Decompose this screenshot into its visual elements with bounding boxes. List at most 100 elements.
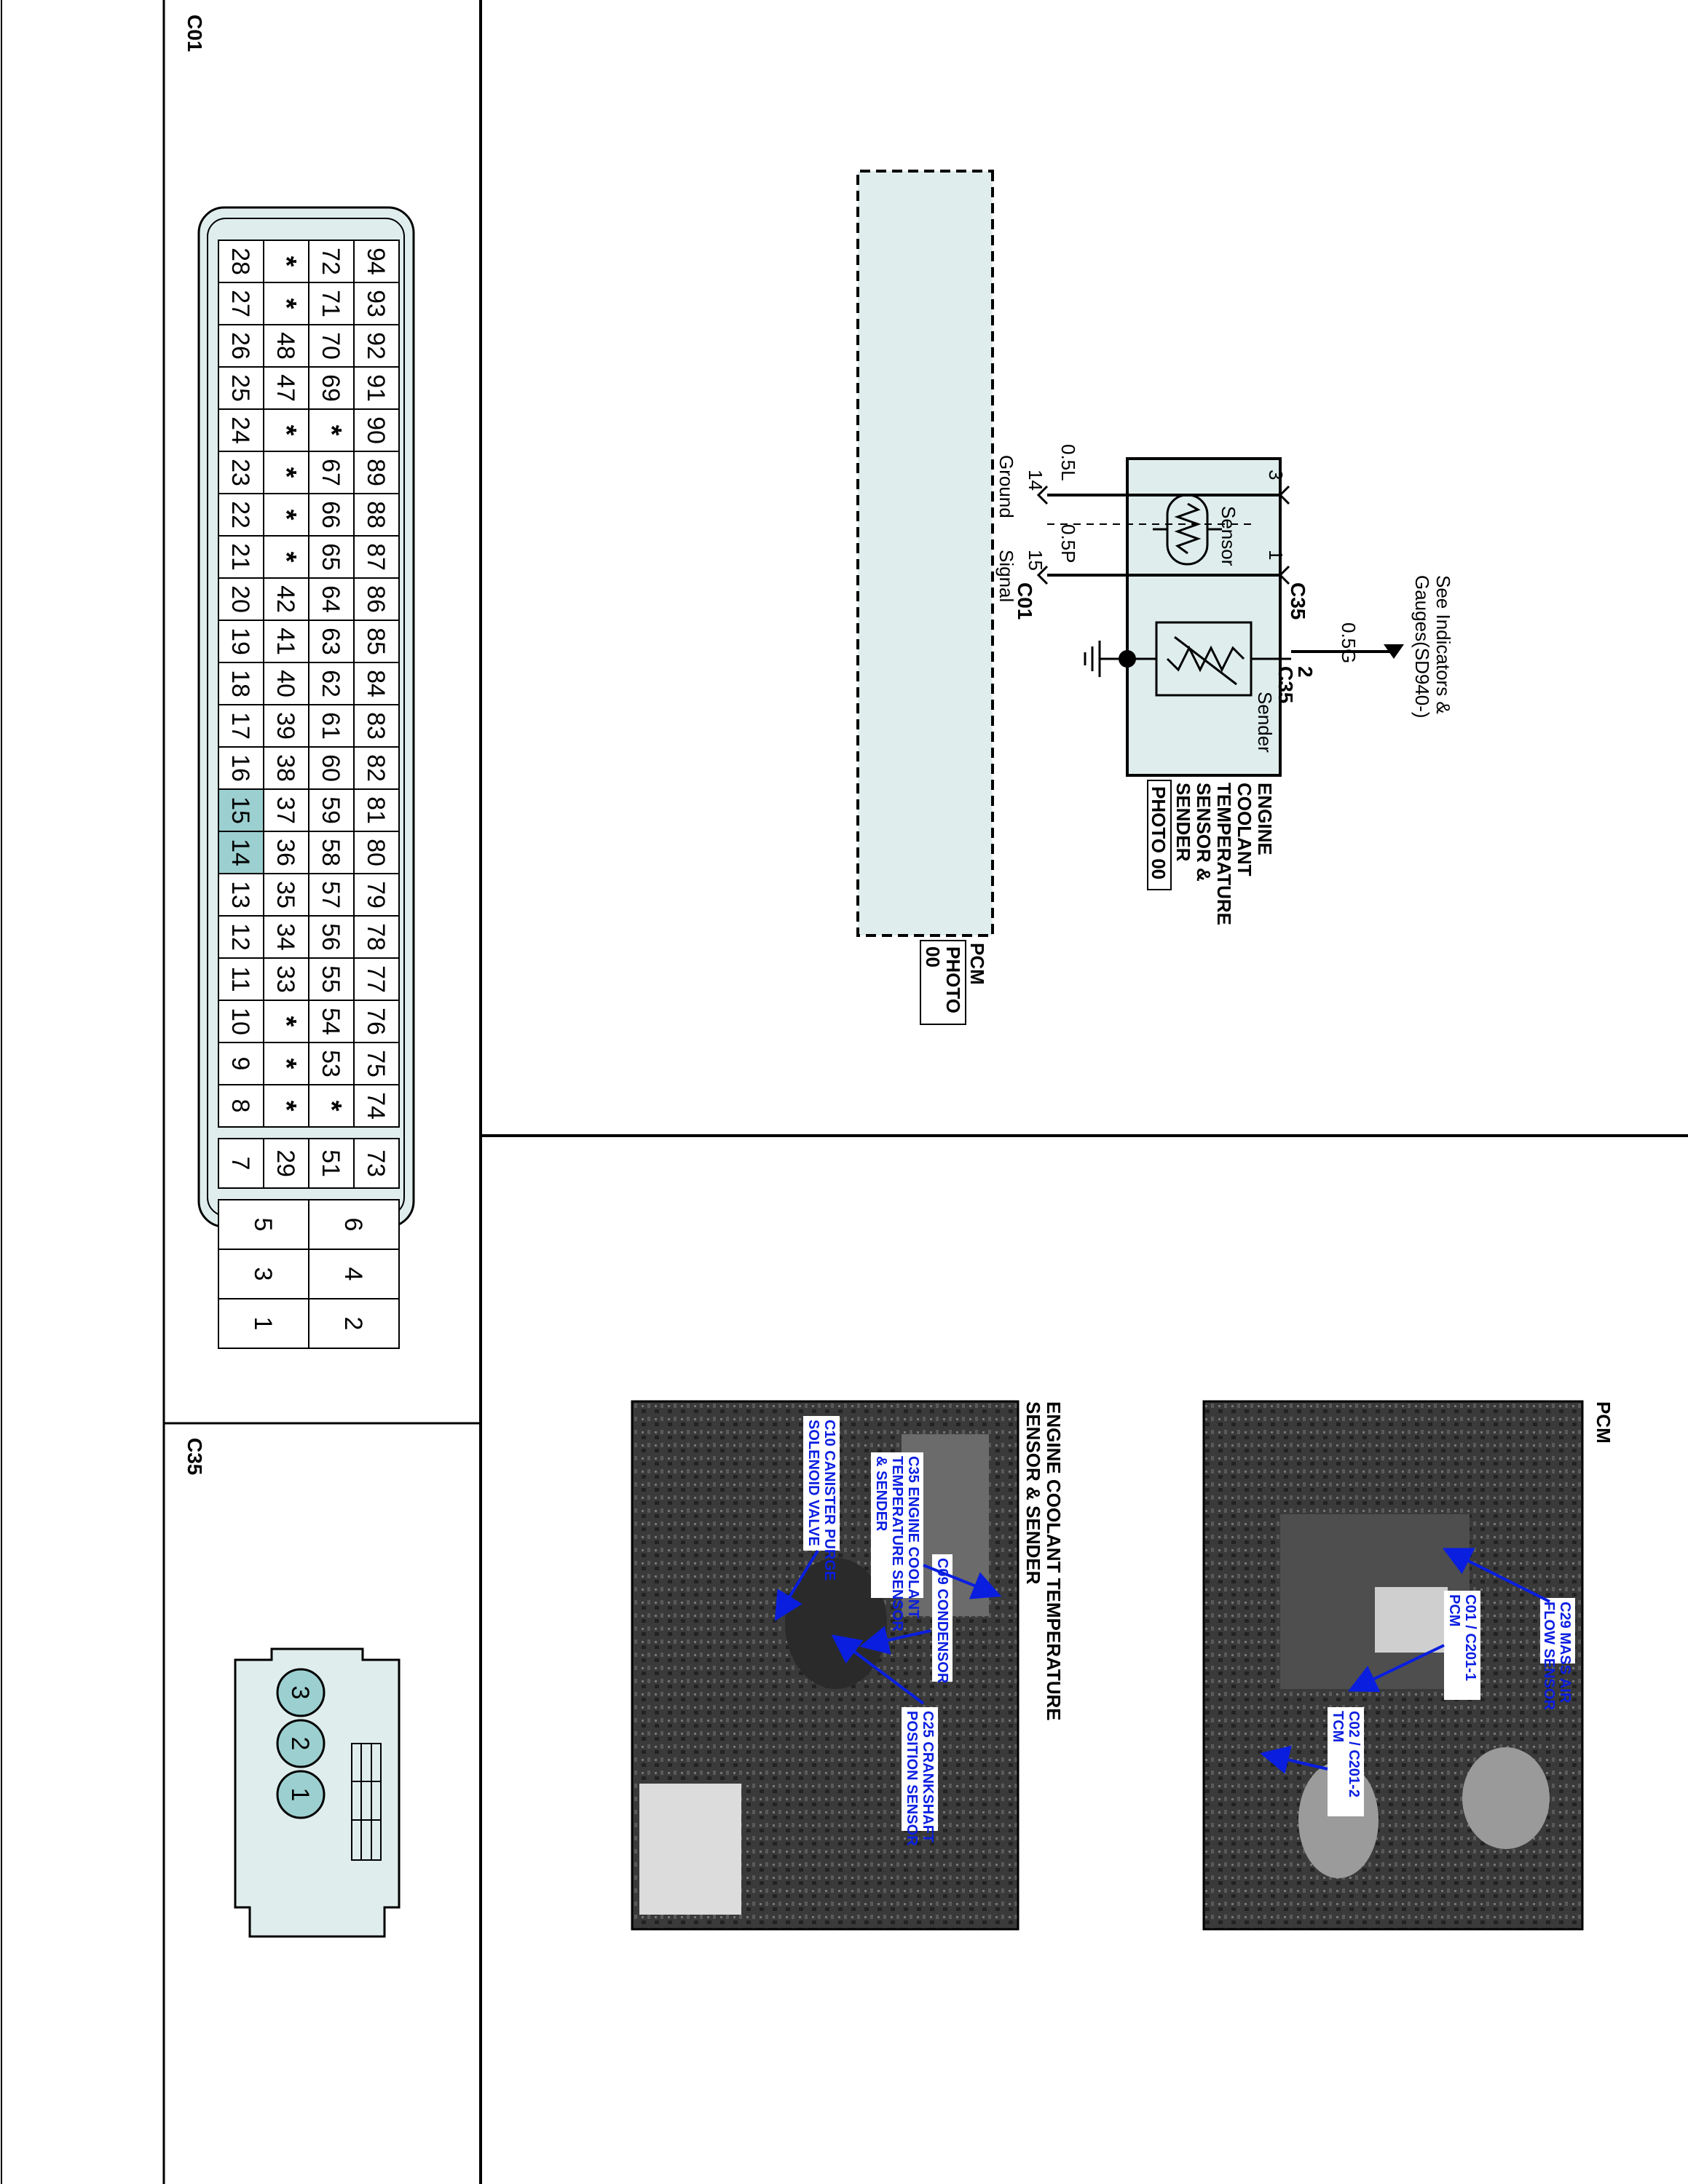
c01-pin-label: * bbox=[271, 1101, 301, 1112]
c01-pin-label: 63 bbox=[317, 628, 344, 655]
c01-pin-label: 1 bbox=[249, 1317, 277, 1331]
c01-pin-label: 29 bbox=[272, 1150, 299, 1177]
svg-text:PCM: PCM bbox=[1446, 1594, 1462, 1626]
pcm-photo-title: PCM bbox=[1593, 1401, 1614, 1444]
svg-text:C09 CONDENSOR: C09 CONDENSOR bbox=[934, 1558, 950, 1684]
c01-pin-label: 20 bbox=[226, 585, 254, 613]
c01-pin-label: 78 bbox=[362, 923, 390, 951]
svg-text:C29 MASS AIR: C29 MASS AIR bbox=[1557, 1602, 1573, 1704]
svg-text:TEMPERATURE SENSOR: TEMPERATURE SENSOR bbox=[889, 1456, 905, 1631]
c01-pin-label: 33 bbox=[272, 965, 299, 993]
sensor-thermistor-icon bbox=[1174, 502, 1202, 555]
c01-pin-label: 15 bbox=[226, 796, 254, 824]
c01-pin-label: 51 bbox=[317, 1150, 344, 1177]
c01-pin-label: 57 bbox=[317, 881, 344, 909]
ect-photo-title-line-1: ENGINE COOLANT TEMPERATURE bbox=[1043, 1401, 1065, 1721]
c01-connector-cell: C01 949392919089888786858483828180797877… bbox=[184, 15, 415, 1349]
svg-text:& SENDER: & SENDER bbox=[873, 1456, 889, 1532]
c01-pin-label: 41 bbox=[272, 628, 299, 655]
sender-pin-2: 2 bbox=[1294, 666, 1317, 678]
c01-pin-label: 6 bbox=[339, 1218, 367, 1232]
svg-text:SOLENOID VALVE: SOLENOID VALVE bbox=[805, 1420, 821, 1546]
svg-text:POSITION SENSOR: POSITION SENSOR bbox=[904, 1711, 920, 1846]
ect-callout-canister: C10 CANISTER PURGE SOLENOID VALVE bbox=[774, 1416, 840, 1621]
c01-pin-label: 80 bbox=[362, 839, 390, 866]
c01-pin-label: 71 bbox=[317, 290, 344, 317]
c01-pin-label: 39 bbox=[272, 712, 299, 740]
sensor-connector-label: C35 bbox=[1287, 582, 1309, 620]
wire-w3-pin-a: 1 bbox=[1265, 550, 1287, 560]
c01-pin-label: 8 bbox=[226, 1099, 254, 1113]
c01-pin-label: 93 bbox=[362, 290, 390, 317]
c01-pin-label: 90 bbox=[362, 416, 390, 444]
pcm-title: PCM bbox=[966, 943, 988, 985]
c01-pin-label: 7 bbox=[226, 1157, 254, 1171]
sender-connector-label: C35 bbox=[1274, 666, 1297, 703]
wire-w2: 3 0.5L 14 bbox=[1025, 444, 1290, 505]
c01-pin-label: 84 bbox=[362, 670, 390, 697]
wire-w1-code: 0.5G bbox=[1338, 622, 1360, 663]
c01-pin-label: 61 bbox=[317, 712, 344, 740]
c01-pin-grid: 9493929190898887868584838281807978777675… bbox=[218, 240, 400, 1349]
wire-w3-code: 0.5P bbox=[1057, 524, 1079, 563]
pcm-callout-tcm: C02 / C201-2 TCM bbox=[1260, 1707, 1364, 1816]
ect-callout-crankshaft: C25 CRANKSHAFT POSITION SENSOR bbox=[831, 1634, 938, 1846]
ect-sensor-sender: Sensor Sender ENGINE COOLANT TEMPERATURE… bbox=[1084, 457, 1317, 925]
c01-pin-label: 3 bbox=[249, 1267, 277, 1281]
c01-pin-label: 66 bbox=[317, 501, 344, 529]
external-ref-line-2: Gauges(SD940-) bbox=[1411, 575, 1433, 719]
sender-resistor-icon bbox=[1166, 645, 1245, 673]
wire-w2-code: 0.5L bbox=[1057, 444, 1079, 481]
c01-pin-label: * bbox=[316, 1101, 347, 1112]
c01-pin-label: 55 bbox=[317, 965, 344, 993]
c01-pin-label: 14 bbox=[226, 839, 254, 866]
c01-pin-label: 59 bbox=[317, 796, 344, 824]
pcm-callout-pcm: C01 / C201-1 PCM bbox=[1347, 1591, 1480, 1700]
c01-pin-label: * bbox=[271, 425, 301, 436]
c01-pin-label: 23 bbox=[226, 459, 254, 486]
svg-text:C25 CRANKSHAFT: C25 CRANKSHAFT bbox=[920, 1711, 936, 1843]
c01-pin-label: 92 bbox=[362, 332, 390, 360]
c01-pin-label: 79 bbox=[362, 881, 390, 909]
c01-pin-label: * bbox=[271, 298, 301, 309]
c01-pin-label: 35 bbox=[272, 881, 299, 909]
ect-photo-ref: PHOTO 00 bbox=[1148, 786, 1170, 879]
c01-pin-label: 26 bbox=[226, 332, 254, 360]
pcm-signal-label: Signal bbox=[995, 550, 1017, 602]
c01-pin-label: * bbox=[271, 510, 301, 521]
c01-pin-label: 82 bbox=[362, 754, 390, 782]
c01-pin-label: 56 bbox=[317, 923, 344, 951]
c01-pin-label: 83 bbox=[362, 712, 390, 740]
c01-pin-label: 19 bbox=[226, 628, 254, 655]
c01-pin-label: * bbox=[271, 467, 301, 478]
c35-label: C35 bbox=[184, 1438, 206, 1475]
wire-w2-pin-a: 3 bbox=[1265, 470, 1287, 480]
wire-w2-pin-b: 14 bbox=[1025, 470, 1046, 491]
sensor-label: Sensor bbox=[1218, 506, 1239, 566]
c01-pin-label: 47 bbox=[272, 374, 299, 402]
c35-pin-cell bbox=[276, 1668, 326, 1717]
pcm-photo-ref-line-1: PHOTO bbox=[942, 946, 964, 1013]
c01-pin-label: 2 bbox=[339, 1317, 367, 1331]
c01-pin-label: 40 bbox=[272, 670, 299, 697]
ect-title-line-5: SENDER bbox=[1172, 783, 1194, 862]
svg-text:C35 ENGINE COOLANT: C35 ENGINE COOLANT bbox=[905, 1456, 921, 1618]
c01-pin-label: 21 bbox=[226, 543, 254, 571]
external-ref-line-1: See Indicators & bbox=[1432, 575, 1454, 714]
c01-pin-label: 18 bbox=[226, 670, 254, 697]
c35-pin-label: 1 bbox=[286, 1788, 314, 1802]
c35-pin-cell bbox=[276, 1770, 326, 1819]
c01-pin-cell bbox=[218, 1138, 264, 1189]
c01-pin-label: 13 bbox=[226, 881, 254, 909]
c01-pin-label: 65 bbox=[317, 543, 344, 571]
c01-pin-label: 86 bbox=[362, 585, 390, 613]
ect-callout-ect: C35 ENGINE COOLANT TEMPERATURE SENSOR & … bbox=[871, 1452, 1002, 1631]
c01-pin-label: 87 bbox=[362, 543, 390, 571]
c01-pin-label: 76 bbox=[362, 1008, 390, 1035]
c01-pin-label: 89 bbox=[362, 459, 390, 486]
c01-pin-label: 27 bbox=[226, 290, 254, 317]
c01-pin-cell bbox=[218, 1084, 264, 1128]
ground-node-icon bbox=[1119, 650, 1136, 668]
c01-pin-label: 62 bbox=[317, 670, 344, 697]
c01-pin-label: 60 bbox=[317, 754, 344, 782]
